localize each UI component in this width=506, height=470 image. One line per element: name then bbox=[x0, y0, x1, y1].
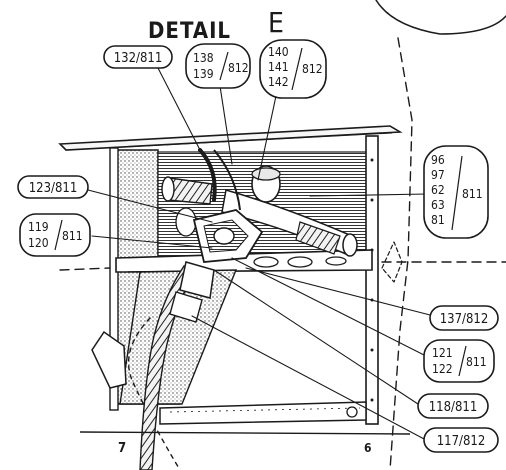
right-frame-post bbox=[365, 135, 379, 425]
svg-text:81: 81 bbox=[431, 213, 445, 227]
central-coupling bbox=[192, 209, 264, 263]
svg-text:97: 97 bbox=[431, 168, 445, 182]
callout-138-139-812: 138 139 812 bbox=[185, 43, 251, 89]
horizontal-shelf bbox=[115, 249, 373, 273]
svg-text:811: 811 bbox=[462, 187, 483, 201]
callout-140-141-142-812: 140 141 142 812 bbox=[259, 39, 327, 99]
callout-123-811: 123/811 bbox=[17, 175, 89, 199]
svg-text:63: 63 bbox=[431, 198, 445, 212]
svg-text:811: 811 bbox=[466, 355, 487, 369]
svg-text:117/812: 117/812 bbox=[437, 434, 486, 449]
svg-text:812: 812 bbox=[228, 61, 249, 75]
flexible-hose-lower bbox=[139, 261, 215, 470]
centre-lines bbox=[59, 37, 506, 470]
floor-member bbox=[159, 401, 367, 425]
pipe-assembly-upper bbox=[161, 148, 358, 257]
svg-text:122: 122 bbox=[432, 362, 453, 376]
svg-text:137/812: 137/812 bbox=[440, 312, 489, 327]
detail-title: DETAIL bbox=[148, 19, 231, 44]
callout-117-812: 117/812 bbox=[423, 427, 499, 453]
svg-text:811: 811 bbox=[62, 229, 83, 243]
callout-132-811: 132/811 bbox=[103, 45, 173, 69]
svg-text:123/811: 123/811 bbox=[29, 181, 78, 196]
svg-text:138: 138 bbox=[193, 51, 214, 65]
leader-lines bbox=[87, 67, 435, 441]
svg-text:141: 141 bbox=[268, 60, 289, 74]
baseline bbox=[79, 431, 411, 435]
svg-text:812: 812 bbox=[302, 62, 323, 76]
lower-bracket bbox=[91, 330, 127, 389]
detail-letter: E bbox=[268, 6, 284, 39]
callout-96-97-62-63-81-811: 96 97 62 63 81 811 bbox=[423, 145, 489, 239]
svg-text:119: 119 bbox=[28, 220, 49, 234]
callout-118-811: 118/811 bbox=[417, 393, 489, 419]
callout-119-120-811: 119 120 811 bbox=[19, 213, 91, 257]
svg-text:121: 121 bbox=[432, 346, 453, 360]
frame-number-6: 6 bbox=[364, 441, 372, 455]
callout-137-812: 137/812 bbox=[429, 305, 499, 331]
svg-text:132/811: 132/811 bbox=[114, 51, 163, 66]
svg-text:120: 120 bbox=[28, 236, 49, 250]
svg-text:118/811: 118/811 bbox=[429, 400, 478, 415]
svg-text:142: 142 bbox=[268, 75, 289, 89]
svg-text:140: 140 bbox=[268, 45, 289, 59]
callout-121-122-811: 121 122 811 bbox=[423, 339, 495, 383]
adjacent-detail-circle bbox=[375, 0, 506, 35]
top-skin-plate bbox=[58, 125, 403, 151]
svg-text:139: 139 bbox=[193, 67, 214, 81]
svg-text:96: 96 bbox=[431, 153, 445, 167]
fairing-outline bbox=[381, 241, 403, 283]
frame-number-7: 7 bbox=[118, 441, 126, 456]
svg-text:62: 62 bbox=[431, 183, 445, 197]
